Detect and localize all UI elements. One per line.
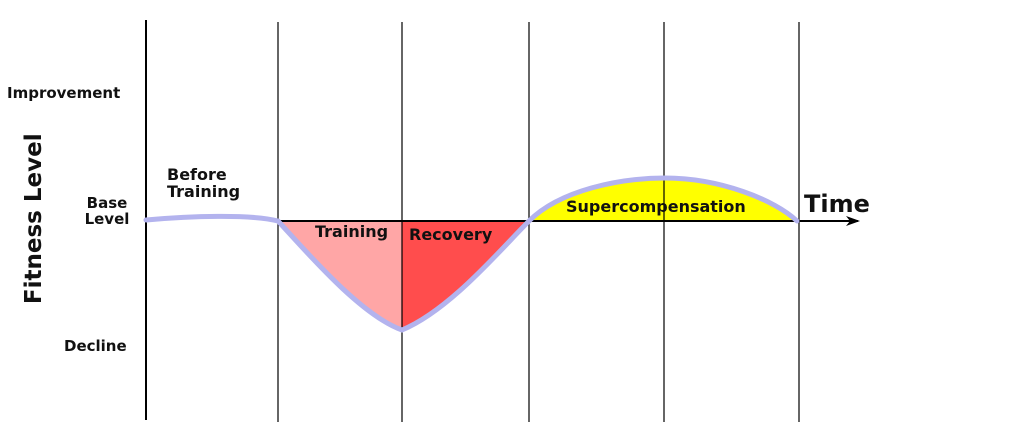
improvement-label: Improvement: [7, 84, 121, 102]
base-level-label: Base Level: [84, 194, 130, 228]
fitness-curve: [143, 175, 800, 333]
x-axis-title: Time: [804, 190, 870, 218]
recovery-phase-area: [402, 221, 529, 330]
supercompensation-label: Supercompensation: [566, 197, 746, 216]
y-axis-title: Fitness Level: [20, 133, 47, 305]
recovery-label: Recovery: [409, 225, 493, 244]
training-phase-area: [278, 221, 402, 330]
decline-label: Decline: [64, 337, 127, 355]
training-label: Training: [315, 222, 389, 241]
before-training-label: Before Training: [167, 165, 241, 201]
